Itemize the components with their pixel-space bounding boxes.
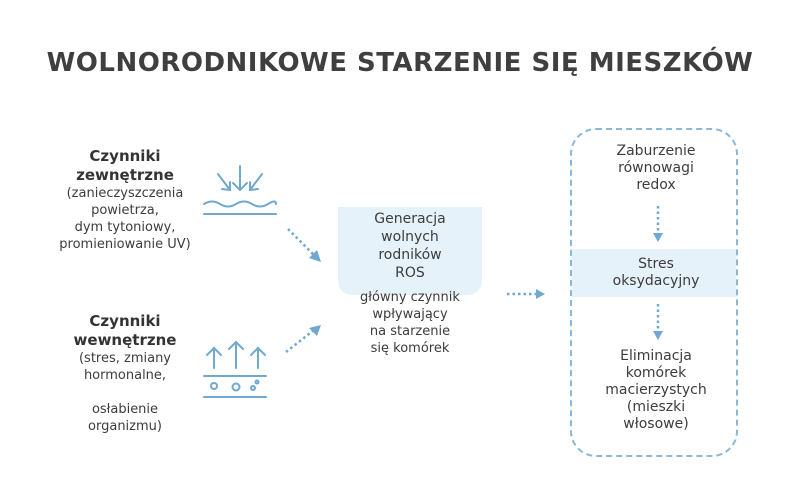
external-factors: Czynniki zewnętrzne (zanieczyszczenia po… (40, 147, 210, 253)
arrow-external-to-center (287, 228, 321, 262)
external-factors-details: (zanieczyszczenia powietrza, dym tytonio… (59, 186, 191, 252)
arrow-redox-to-stress (653, 206, 663, 242)
internal-factors-details: (stres, zmiany hormonalne, osłabienie or… (78, 351, 172, 434)
external-factors-heading: Czynniki zewnętrzne (76, 147, 174, 184)
internal-factors: Czynniki wewnętrzne (stres, zmiany hormo… (40, 312, 210, 435)
arrow-center-to-chain (507, 289, 545, 299)
oxidative-stress-highlight (572, 249, 736, 297)
consequence-chain-box (570, 128, 738, 457)
step-stem-cell-elimination: Eliminacja komórek macierzystych (mieszk… (605, 348, 707, 432)
ros-generation-box (338, 207, 482, 295)
diagram-title: WOLNORODNIKOWE STARZENIE SIĘ MIESZKÓW (46, 48, 754, 78)
ros-generation-title: Generacja wolnych rodników ROS (374, 211, 446, 281)
ros-generation-description: główny czynnik wpływający na starzenie s… (360, 290, 460, 356)
step-redox-imbalance: Zaburzenie równowagi redox (616, 143, 696, 193)
arrows-up-bubbles-icon (203, 340, 267, 398)
internal-factors-heading: Czynniki wewnętrzne (73, 312, 177, 349)
step-oxidative-stress: Stres oksydacyjny (612, 256, 700, 289)
arrow-stress-to-elimination (653, 304, 663, 340)
arrow-internal-to-center (285, 325, 321, 353)
arrows-down-waves-icon (203, 165, 277, 215)
